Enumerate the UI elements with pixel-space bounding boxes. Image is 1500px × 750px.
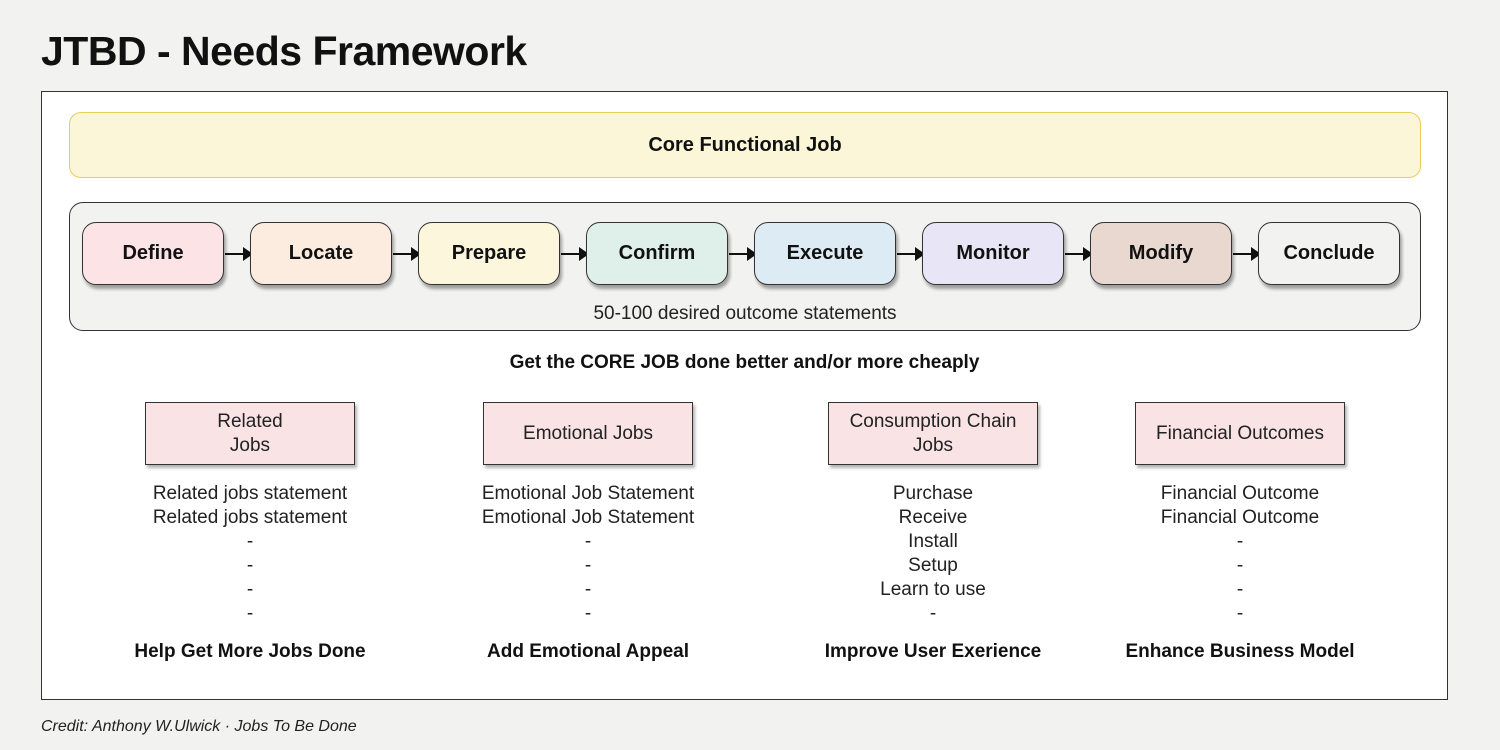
step-modify: Modify: [1090, 222, 1232, 285]
column-header-box: Financial Outcomes: [1135, 402, 1345, 465]
column-footer: Improve User Exerience: [824, 641, 1042, 662]
list-item: Setup: [908, 555, 958, 576]
step-arrow-icon: [561, 247, 589, 261]
list-item: -: [246, 579, 254, 600]
list-item: -: [246, 555, 254, 576]
list-item: -: [1236, 579, 1244, 600]
list-item: -: [246, 603, 254, 624]
job-steps-panel: Define Locate Prepare Confirm Execute Monitor…: [69, 202, 1421, 331]
column-header-box: Related Jobs: [145, 402, 355, 465]
step-arrow-icon: [1233, 247, 1261, 261]
step-confirm: Confirm: [586, 222, 728, 285]
column-footer: Enhance Business Model: [1125, 641, 1355, 662]
list-item: -: [246, 531, 254, 552]
list-item: Financial Outcome: [1160, 483, 1320, 504]
column-header-box: Emotional Jobs: [483, 402, 693, 465]
core-functional-job-banner: Core Functional Job: [69, 112, 1421, 178]
step-prepare: Prepare: [418, 222, 560, 285]
list-item: Financial Outcome: [1160, 507, 1320, 528]
list-item: Emotional Job Statement: [481, 483, 695, 504]
list-item: Related jobs statement: [152, 507, 348, 528]
core-job-tagline: Get the CORE JOB done better and/or more…: [509, 352, 980, 373]
step-arrow-icon: [225, 247, 253, 261]
step-define: Define: [82, 222, 224, 285]
column-footer: Help Get More Jobs Done: [134, 641, 366, 662]
step-arrow-icon: [897, 247, 925, 261]
list-item: Emotional Job Statement: [481, 507, 695, 528]
list-item: -: [1236, 603, 1244, 624]
list-item: Purchase: [892, 483, 974, 504]
list-item: -: [1236, 531, 1244, 552]
step-locate: Locate: [250, 222, 392, 285]
list-item: Receive: [898, 507, 968, 528]
job-steps-row: Define Locate Prepare Confirm Execute Monitor…: [82, 222, 1412, 285]
page-title: JTBD - Needs Framework: [41, 28, 527, 74]
credit-line: Credit: Anthony W.Ulwick · Jobs To Be Do…: [41, 718, 357, 735]
step-execute: Execute: [754, 222, 896, 285]
list-item: -: [929, 603, 937, 624]
step-arrow-icon: [729, 247, 757, 261]
step-arrow-icon: [393, 247, 421, 261]
list-item: -: [584, 603, 592, 624]
list-item: -: [1236, 555, 1244, 576]
outcome-statements-note: 50-100 desired outcome statements: [593, 303, 897, 324]
list-item: Learn to use: [880, 579, 986, 600]
list-item: Install: [908, 531, 958, 552]
list-item: Related jobs statement: [152, 483, 348, 504]
column-header-box: Consumption Chain Jobs: [828, 402, 1038, 465]
step-conclude: Conclude: [1258, 222, 1400, 285]
step-arrow-icon: [1065, 247, 1093, 261]
list-item: -: [584, 555, 592, 576]
column-footer: Add Emotional Appeal: [487, 641, 689, 662]
step-monitor: Monitor: [922, 222, 1064, 285]
list-item: -: [584, 579, 592, 600]
list-item: -: [584, 531, 592, 552]
